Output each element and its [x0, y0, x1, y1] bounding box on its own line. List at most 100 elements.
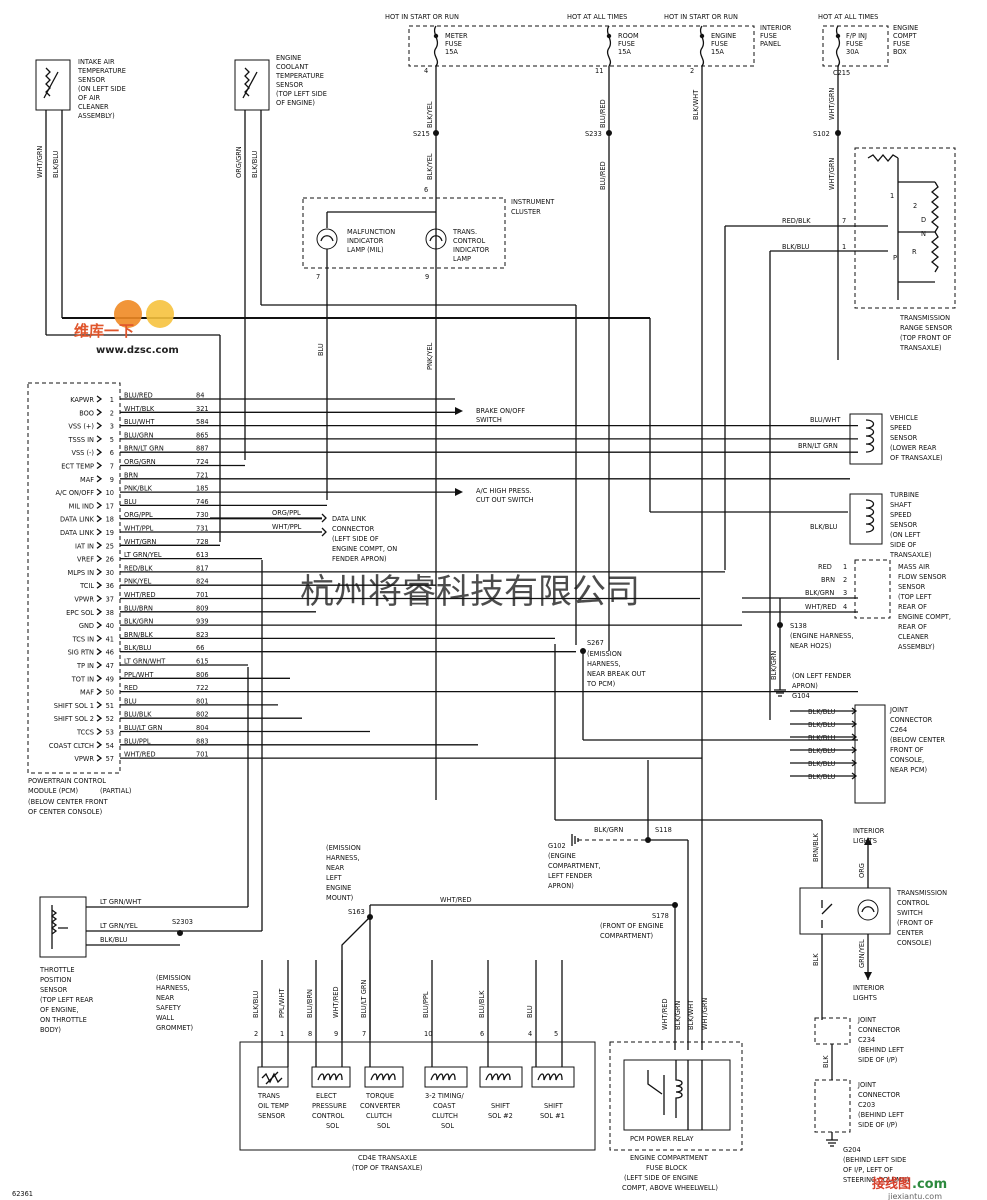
meter-pin: 4	[424, 67, 428, 75]
pnk-yel-wire-label: PNK/YEL	[426, 342, 434, 370]
mass-air-flow-sensor: RED BRN BLK/GRN WHT/RED 1 2 3 4 MASS AIR…	[805, 559, 951, 651]
g104-note-1: (ON LEFT FENDER	[792, 672, 852, 680]
fp-hot-all-times: HOT AT ALL TIMES	[818, 13, 878, 21]
meter-fuse-symbol	[433, 25, 439, 67]
pcm-wire-color: LT GRN/YEL	[124, 551, 162, 559]
transaxle-pin: 7	[362, 1030, 366, 1038]
pcm-wire-color: BLU/BRN	[124, 604, 153, 612]
connector-pin-icon	[96, 475, 103, 483]
s2303-note-1: (EMISSION	[156, 974, 191, 982]
meter-fuse-name: METER	[445, 32, 468, 40]
pcm-label-4: OF CENTER CONSOLE)	[28, 808, 102, 816]
pcm-circuit-number: 613	[196, 551, 209, 559]
fuse-block-4: COMPT, ABOVE WHEELWELL)	[622, 1184, 718, 1192]
ect-label-3: TEMPERATURE	[275, 72, 324, 80]
s2303-note-5: WALL	[156, 1014, 174, 1022]
connector-pin-icon	[96, 741, 103, 749]
int-lights-top-1: INTERIOR	[853, 827, 885, 835]
fp-wire-label: WHT/GRN	[828, 88, 836, 120]
pcm-circuit-number: 806	[196, 671, 209, 679]
jiexiantu-logo: 接线图 .com jiexiantu.com	[872, 1176, 947, 1200]
tcil-lamp-icon	[425, 228, 447, 250]
trs-pin-bot: 1	[842, 243, 846, 251]
iat-label-3: SENSOR	[78, 76, 106, 84]
gear-1: 1	[890, 192, 894, 200]
tcc-1: TORQUE	[365, 1092, 394, 1100]
pcm-circuit-number: 809	[196, 604, 209, 612]
g104-note-2: APRON)	[792, 682, 818, 690]
maf-label-5: REAR OF	[898, 603, 927, 611]
connector-pin-icon	[96, 621, 103, 629]
tcs-wire-1: BRN/BLK	[812, 833, 820, 862]
relay-label: PCM POWER RELAY	[630, 1135, 694, 1143]
g204-note-2: OF I/P, LEFT OF	[843, 1166, 893, 1174]
pcm-pin-number: 46	[106, 649, 114, 657]
instrument-cluster: INSTRUMENT CLUSTER MALFUNCTION INDICATOR…	[302, 197, 555, 500]
pcm-wire-color: BLK/BLU	[124, 644, 152, 652]
connector-pin-icon	[96, 634, 103, 642]
ect-label-6: OF ENGINE)	[276, 99, 315, 107]
transaxle-wire-labels: 2BLK/BLU1PPL/WHT8BLU/BRN9WHT/RED7BLU/LT …	[252, 960, 563, 1067]
pcm-circuit-number: 701	[196, 591, 209, 599]
pcm-pin-name: TOT IN	[71, 675, 94, 683]
tp-wire-3: BLK/BLU	[100, 936, 128, 944]
pcm-pin-name: MIL IND	[69, 502, 94, 510]
ac-switch-ref: A/C HIGH PRESS. CUT OUT SWITCH	[455, 487, 534, 504]
fuse-block-3: (LEFT SIDE OF ENGINE	[624, 1174, 698, 1182]
pcm-pin-name: TP IN	[76, 662, 94, 670]
engine-fuse-amps: 15A	[711, 48, 724, 56]
pcm-wire-color: BRN/BLK	[124, 631, 153, 639]
pcm-pin-number: 57	[106, 755, 114, 763]
transaxle-wire-color: BLU/BRN	[306, 989, 314, 1018]
tp-label-4: (TOP LEFT REAR	[40, 996, 94, 1004]
mil-label-3: LAMP (MIL)	[347, 246, 384, 254]
pcm-pin-number: 47	[106, 662, 114, 670]
pcm-pin-name: VPWR	[74, 596, 94, 604]
engine-compt-fuse-box: HOT AT ALL TIMES F/P INJ FUSE 30A ENGINE…	[818, 13, 918, 77]
pcm-circuit-number: 185	[196, 485, 209, 493]
pcm-pin-name: TCCS	[76, 729, 94, 737]
ground-icon	[774, 689, 786, 697]
iat-label-4: (ON LEFT SIDE	[78, 85, 126, 93]
int-lights-top-2: LIGHTS	[853, 837, 877, 845]
throttle-position-sensor: THROTTLE POSITION SENSOR (TOP LEFT REAR …	[39, 560, 263, 1034]
vss-wire-1: BLU/WHT	[810, 416, 841, 424]
s267-label: S267	[587, 639, 604, 647]
pcm-pin-number: 3	[110, 423, 114, 431]
transaxle-wire-color: WHT/RED	[332, 986, 340, 1018]
c264-wire-color: BLK/BLU	[808, 747, 836, 755]
c264-wire-color: BLK/BLU	[808, 721, 836, 729]
c203-label-5: SIDE OF I/P)	[858, 1121, 897, 1129]
s178-note-2: COMPARTMENT)	[600, 932, 653, 940]
iat-label-6: CLEANER	[78, 103, 109, 111]
pcm-circuit-number: 701	[196, 751, 209, 759]
c264-label-2: CONNECTOR	[890, 716, 933, 724]
epc-4: SOL	[326, 1122, 339, 1130]
ect-sensor: ENGINE COOLANT TEMPERATURE SENSOR (TOP L…	[62, 54, 848, 645]
shift-solenoid-2: SHIFT SOL #2	[479, 1066, 523, 1120]
g204-note-1: (BEHIND LEFT SIDE	[843, 1156, 906, 1164]
pcm-wire-color: BLU/LT GRN	[124, 724, 162, 732]
s2303-note-3: NEAR	[156, 994, 175, 1002]
connector-pin-icon	[96, 422, 103, 430]
int-lights-bot-2: LIGHTS	[853, 994, 877, 1002]
engine-wire-label: BLK/WHT	[692, 89, 700, 120]
room-fuse-amps: 15A	[618, 48, 631, 56]
pcm-label-3: (BELOW CENTER FRONT	[28, 798, 109, 806]
connector-pin-icon	[96, 688, 103, 696]
c234-label-4: (BEHIND LEFT	[858, 1046, 905, 1054]
fp-fuse-symbol	[835, 25, 841, 67]
diagram-code: 62361	[12, 1190, 33, 1198]
cluster-top-pin: 6	[424, 186, 428, 194]
tcs-label-2: CONTROL	[897, 899, 930, 907]
dl-label-2: CONNECTOR	[332, 525, 375, 533]
c264-wire-color: BLK/BLU	[808, 773, 836, 781]
epc-1: ELECT	[316, 1092, 338, 1100]
c234-label-3: C234	[858, 1036, 875, 1044]
transmission-control-switch: INTERIOR LIGHTS INTERIOR LIGHTS BRN/BLK …	[554, 644, 947, 1020]
pcm-wire-color: ORG/PPL	[124, 511, 153, 519]
connector-pin-icon	[96, 714, 103, 722]
pcm-wire-color: ORG/GRN	[124, 458, 156, 466]
int-lights-bot-1: INTERIOR	[853, 984, 885, 992]
pcm-pin-number: 54	[106, 742, 114, 750]
